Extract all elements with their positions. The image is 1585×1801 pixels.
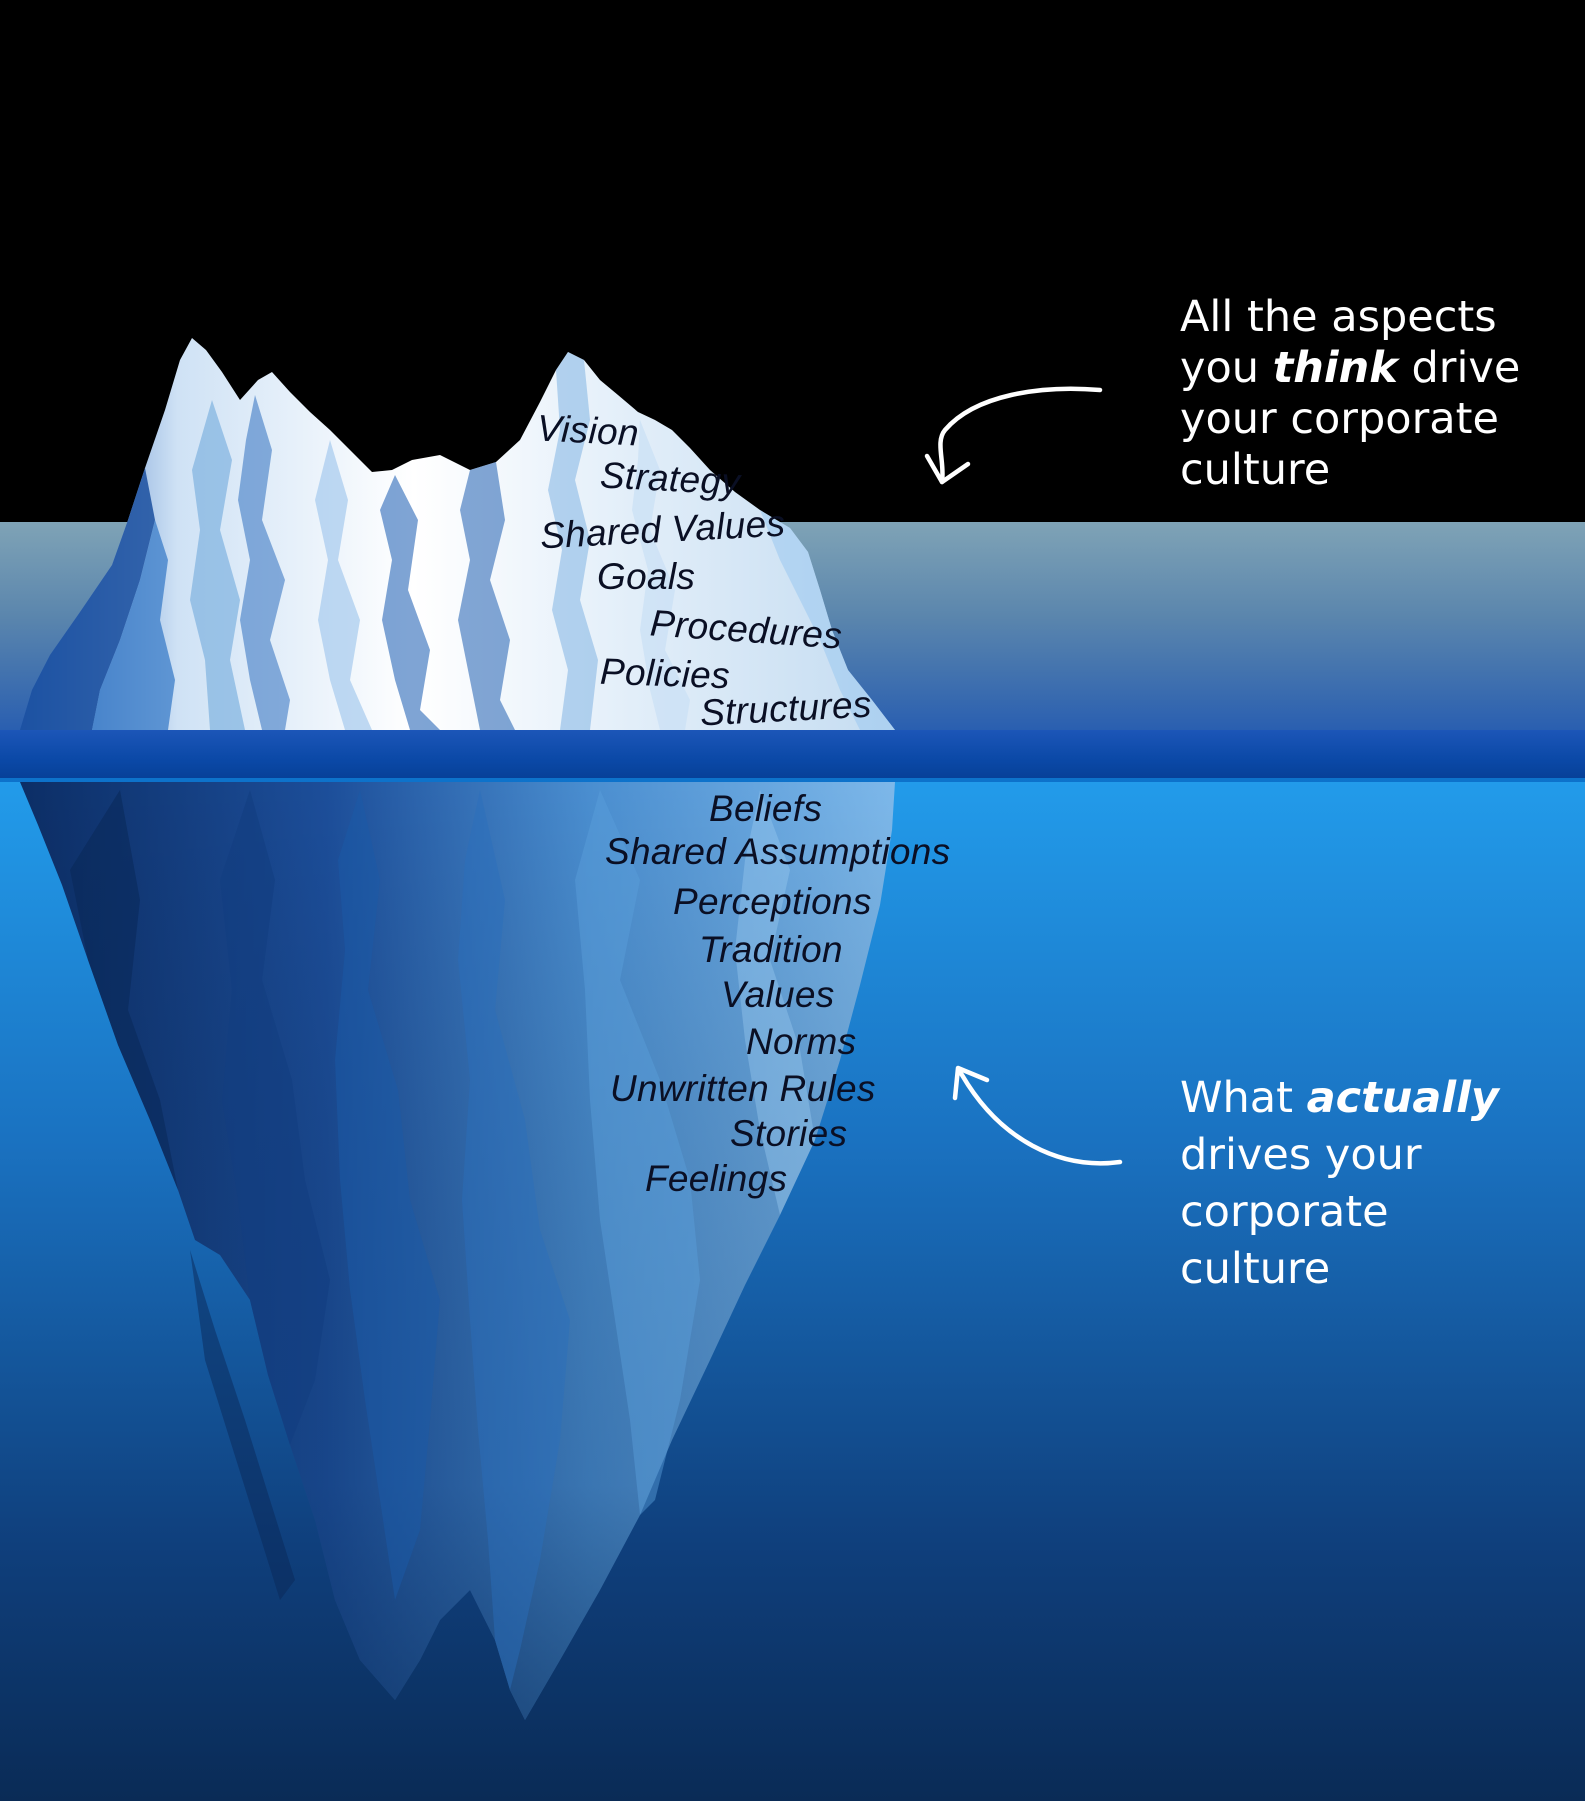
label-unwritten-rules: Unwritten Rules [610, 1068, 876, 1109]
caption-top-emphasis: think [1272, 343, 1398, 393]
waterline-band [0, 730, 1585, 782]
caption-top-line4: culture [1180, 445, 1331, 495]
iceberg-tip [20, 338, 895, 734]
label-strategy: Strategy [599, 454, 742, 503]
caption-top-line1: All the aspects [1180, 292, 1497, 342]
caption-top-line2: you think drive [1180, 343, 1520, 394]
caption-bottom-emphasis: actually [1306, 1073, 1499, 1123]
curved-arrow-left-icon [924, 386, 1103, 485]
label-shared-assumptions: Shared Assumptions [605, 831, 951, 872]
caption-bottom-line4: culture [1180, 1244, 1331, 1294]
label-vision: Vision [535, 407, 640, 454]
curved-arrow-up-icon [952, 1065, 1123, 1166]
label-perceptions: Perceptions [673, 881, 872, 922]
label-policies: Policies [599, 650, 731, 697]
label-tradition: Tradition [699, 929, 843, 970]
submerged-iceberg [20, 782, 895, 1720]
label-stories: Stories [730, 1113, 848, 1154]
label-structures: Structures [699, 683, 873, 734]
caption-bottom-line2: drives your [1180, 1130, 1422, 1180]
caption-top-line2-post: drive [1397, 343, 1521, 393]
label-beliefs: Beliefs [709, 788, 823, 829]
caption-top-line3: your corporate [1180, 394, 1499, 444]
caption-bottom: What actually drives your corporate cult… [1180, 1070, 1499, 1298]
caption-bottom-line3: corporate [1180, 1187, 1389, 1237]
caption-bottom-line1: What actually [1180, 1070, 1499, 1127]
label-norms: Norms [746, 1021, 857, 1062]
caption-top-line2-pre: you [1180, 343, 1273, 393]
caption-top: All the aspects you think drive your cor… [1180, 292, 1520, 496]
label-feelings: Feelings [645, 1158, 788, 1199]
label-values: Values [721, 974, 835, 1015]
label-goals: Goals [597, 556, 696, 597]
caption-bottom-line1-pre: What [1180, 1073, 1307, 1123]
